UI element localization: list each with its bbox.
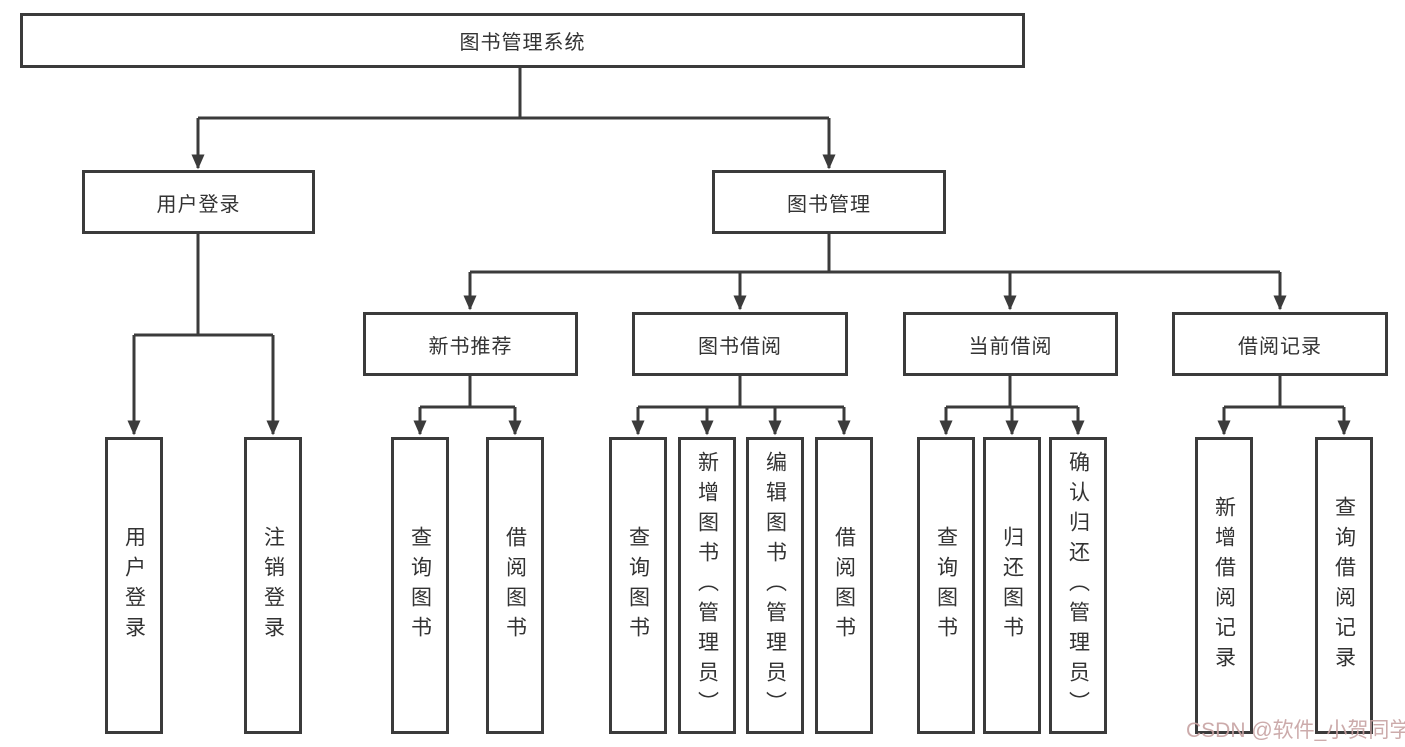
leaf-query-books-current: 查询图书: [917, 437, 975, 734]
node-borrowing-records-label: 借阅记录: [1238, 335, 1322, 358]
leaf-confirm-return-admin: 确认归还（管理员）: [1049, 437, 1107, 734]
leaf-query-books-borrowing-label: 查询图书: [626, 525, 650, 646]
leaf-borrow-books: 借阅图书: [815, 437, 873, 734]
leaf-query-books-recommend-label: 查询图书: [408, 525, 432, 646]
node-current-borrowing: 当前借阅: [903, 312, 1118, 376]
node-new-book-recommend-label: 新书推荐: [428, 335, 513, 358]
csdn-watermark: CSDN @软件_小贺同学: [1186, 719, 1405, 742]
leaf-borrow-books-recommend-label: 借阅图书: [503, 525, 527, 646]
node-book-management: 图书管理: [712, 170, 946, 234]
leaf-logout: 注销登录: [244, 437, 302, 734]
node-root-label: 图书管理系统: [459, 32, 586, 54]
leaf-borrow-books-recommend: 借阅图书: [486, 437, 544, 734]
leaf-query-books-current-label: 查询图书: [934, 525, 958, 646]
leaf-query-borrow-record: 查询借阅记录: [1315, 437, 1373, 734]
node-root: 图书管理系统: [20, 13, 1025, 68]
node-book-management-label: 图书管理: [787, 193, 871, 216]
node-borrowing-records: 借阅记录: [1172, 312, 1388, 376]
leaf-borrow-books-label: 借阅图书: [832, 525, 856, 646]
leaf-add-books-admin-label: 新增图书（管理员）: [695, 450, 719, 721]
leaf-user-login: 用户登录: [105, 437, 163, 734]
leaf-edit-books-admin-label: 编辑图书（管理员）: [763, 450, 787, 721]
leaf-return-books-label: 归还图书: [1000, 525, 1024, 646]
node-current-borrowing-label: 当前借阅: [968, 335, 1053, 358]
leaf-add-books-admin: 新增图书（管理员）: [678, 437, 736, 734]
node-user-login-label: 用户登录: [156, 193, 241, 216]
leaf-add-borrow-record: 新增借阅记录: [1195, 437, 1253, 734]
leaf-return-books: 归还图书: [983, 437, 1041, 734]
leaf-edit-books-admin: 编辑图书（管理员）: [746, 437, 804, 734]
node-user-login: 用户登录: [82, 170, 315, 234]
leaf-confirm-return-admin-label: 确认归还（管理员）: [1066, 450, 1090, 721]
leaf-add-borrow-record-label: 新增借阅记录: [1212, 495, 1236, 676]
node-new-book-recommend: 新书推荐: [363, 312, 578, 376]
leaf-query-books-recommend: 查询图书: [391, 437, 449, 734]
node-book-borrowing: 图书借阅: [632, 312, 848, 376]
leaf-query-borrow-record-label: 查询借阅记录: [1332, 495, 1356, 676]
leaf-query-books-borrowing: 查询图书: [609, 437, 667, 734]
leaf-logout-label: 注销登录: [261, 525, 285, 646]
node-book-borrowing-label: 图书借阅: [698, 335, 782, 358]
leaf-user-login-label: 用户登录: [122, 525, 146, 646]
